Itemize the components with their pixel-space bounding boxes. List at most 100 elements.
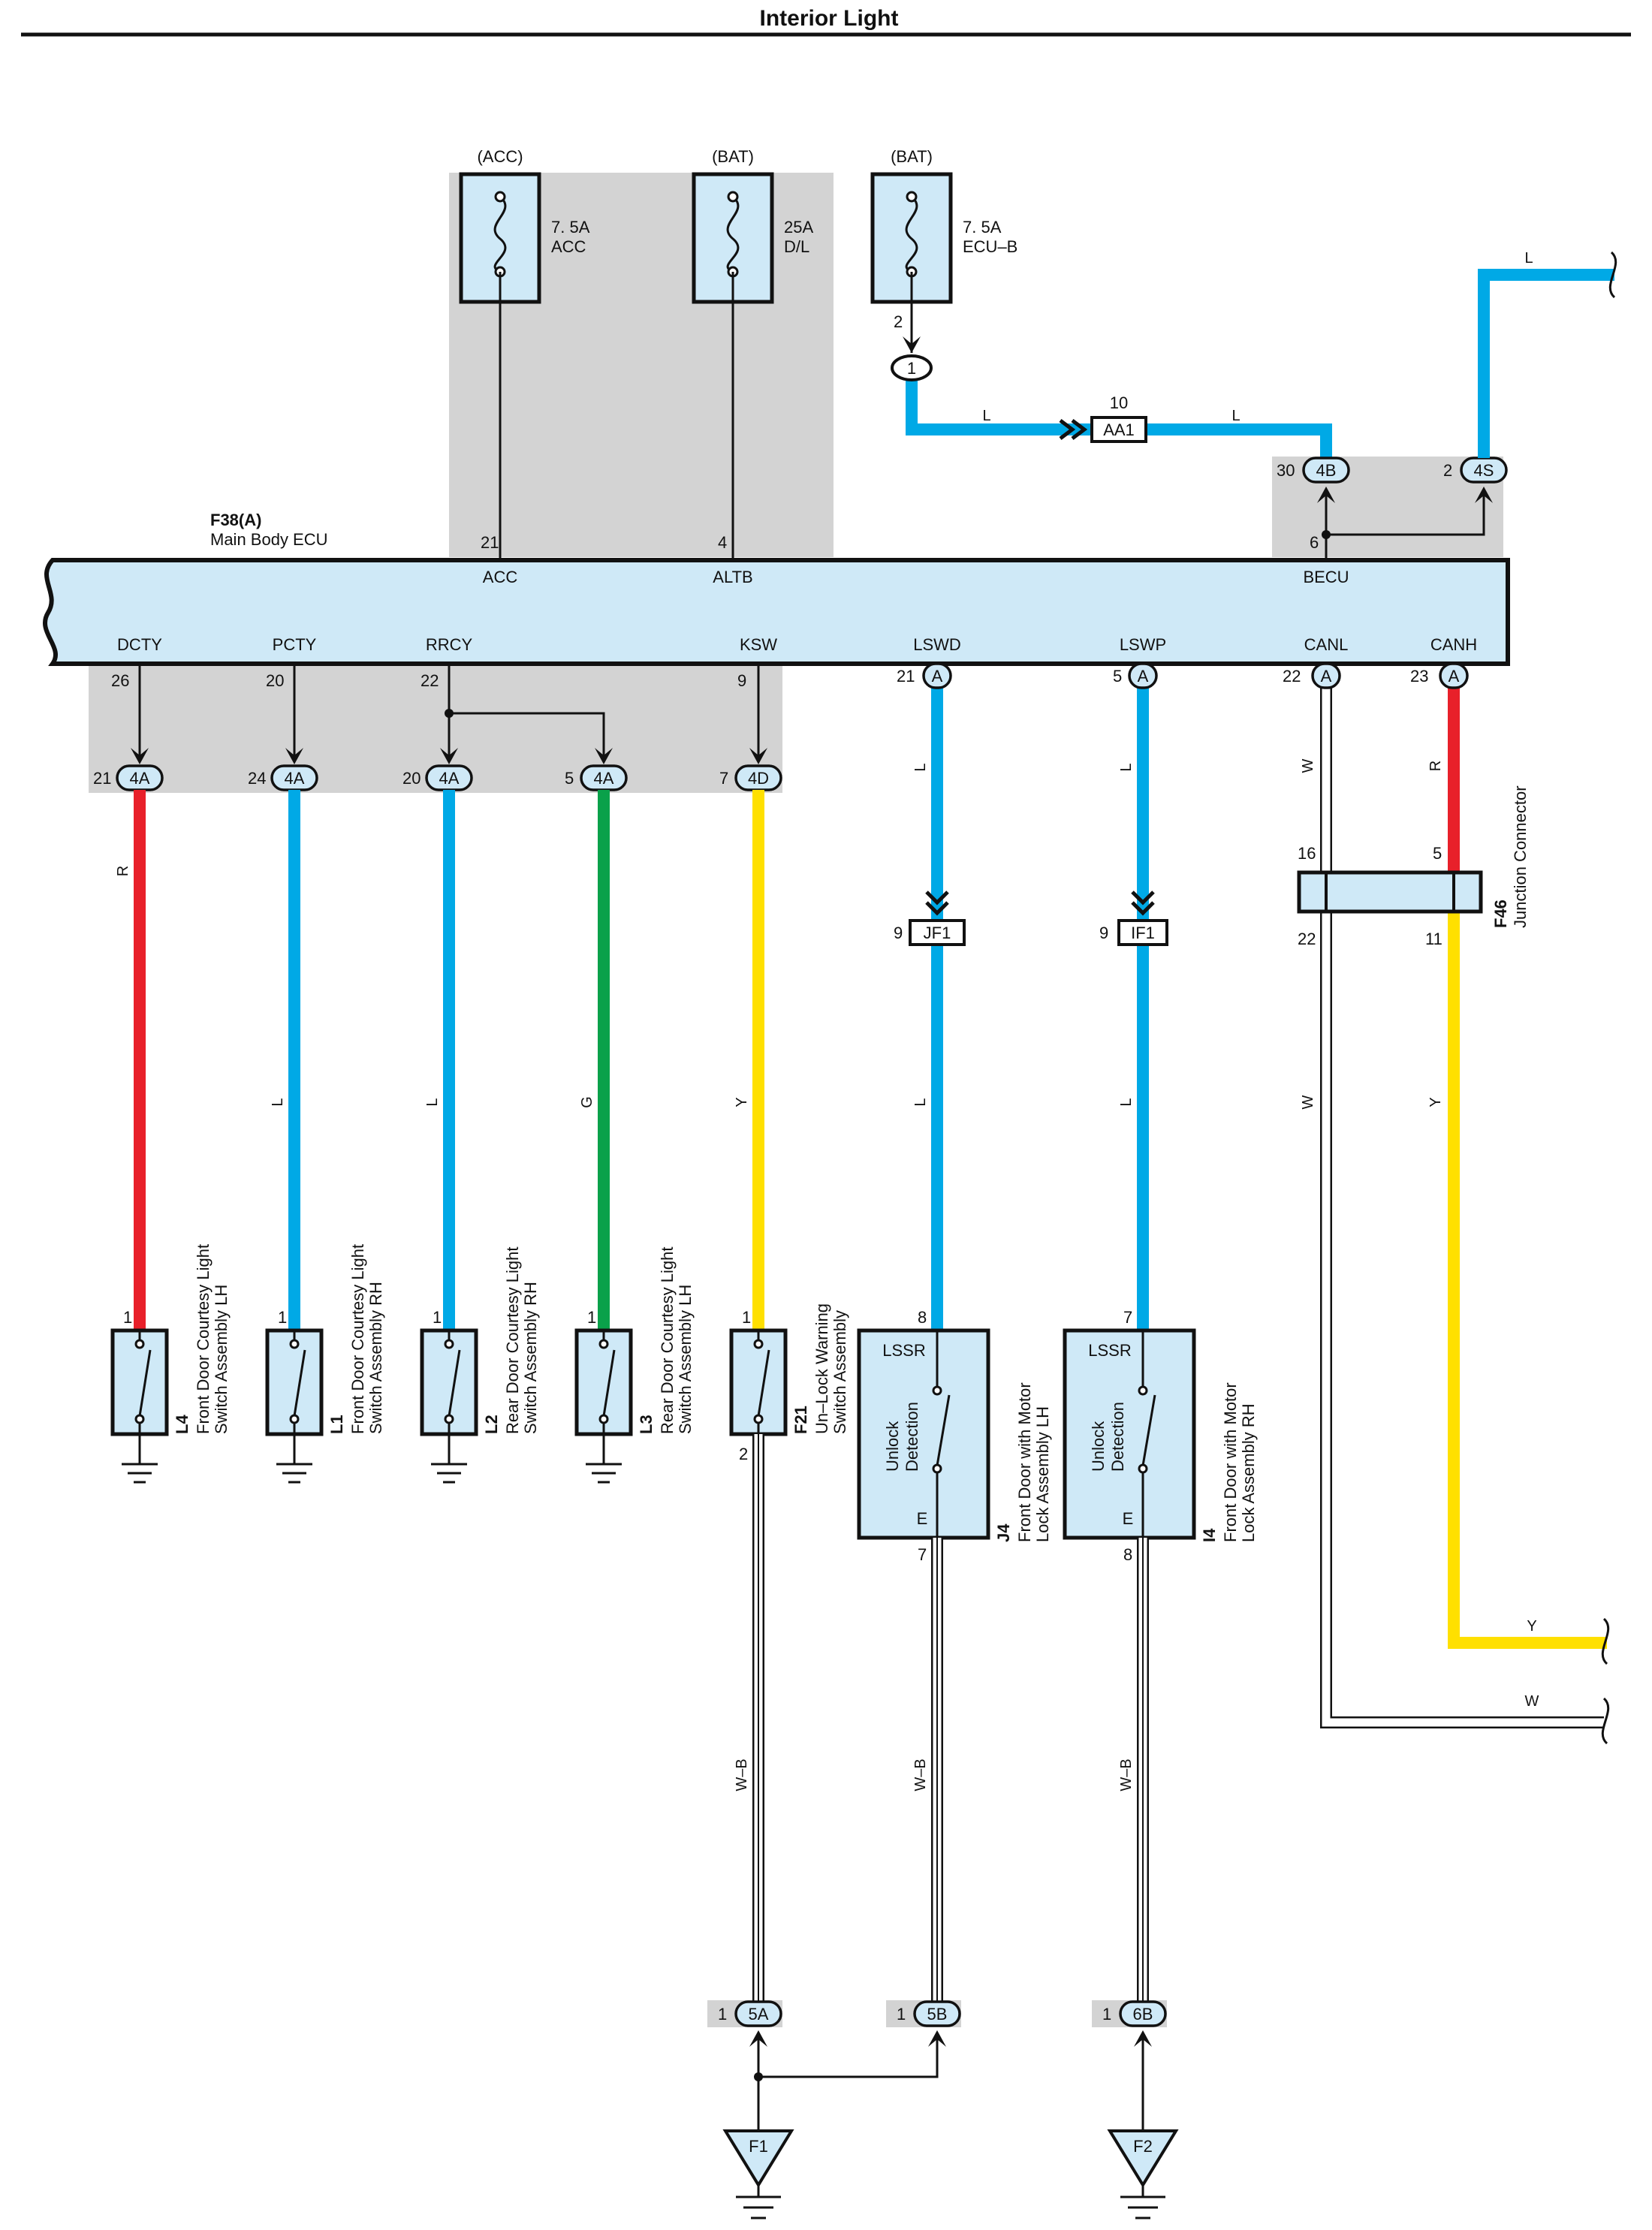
- fuse-dl-rating: 25A: [784, 218, 813, 237]
- terminal-canl: CANL: [1304, 635, 1349, 654]
- connector-pin: 1: [897, 2005, 906, 2024]
- junction-1: [891, 354, 933, 381]
- splice-dot: [1322, 530, 1331, 539]
- connector-row-4a: 4A 21 4A 24 4A 20 4A 5 4D 7: [93, 764, 782, 791]
- lock-inner-label: Unlock: [1089, 1421, 1108, 1472]
- arrow-down-icon: [285, 748, 303, 764]
- switch-pin: 1: [742, 1308, 751, 1327]
- ground-icon: [586, 1434, 622, 1484]
- lock-name: Front Door with Motor: [1221, 1382, 1240, 1542]
- inline-arrow-icon: [925, 890, 949, 916]
- switch-code: L4: [173, 1415, 191, 1434]
- terminal-e: E: [1123, 1509, 1134, 1528]
- wire-canl-outline: [1320, 688, 1604, 1728]
- arrow-up-icon: [1475, 487, 1493, 503]
- lock-code: I4: [1200, 1528, 1219, 1542]
- inline-arrow-icon: [1059, 419, 1088, 440]
- connector-jf1: [909, 919, 966, 946]
- connector-name: 4A: [594, 769, 614, 788]
- connector-pin: 1: [1102, 2005, 1111, 2024]
- wire-label: W–B: [912, 1758, 929, 1791]
- ecu-name: Main Body ECU: [210, 530, 328, 549]
- connector-5b: [913, 2000, 961, 2027]
- connector-4b-pin: 30: [1277, 461, 1295, 480]
- connector-name: 4A: [439, 769, 460, 788]
- arrow-down-icon: [595, 748, 613, 764]
- ground-icon: [736, 2185, 781, 2219]
- inline-arrow-icon: [1131, 890, 1155, 916]
- connector-jf1-pin: 9: [894, 924, 903, 942]
- connector-a-canh: [1439, 662, 1469, 689]
- page-title: Interior Light: [760, 6, 899, 31]
- switch-l4: 1 L4 Front Door Courtesy Light Switch As…: [110, 1244, 231, 1484]
- fuse-acc-source: (ACC): [477, 147, 523, 166]
- switch-name: Rear Door Courtesy Light: [658, 1247, 677, 1434]
- lock-pin: 7: [918, 1545, 927, 1564]
- f46-name: Junction Connector: [1511, 785, 1530, 928]
- fuse-dl: (BAT) 25A D/L: [692, 147, 813, 304]
- connector-a-lswp: [1128, 662, 1158, 689]
- connector-letter: A: [1321, 667, 1332, 686]
- lock-name: Front Door with Motor: [1015, 1382, 1034, 1542]
- terminal-rrcy: RRCY: [426, 635, 473, 654]
- wire-label: R: [115, 866, 131, 876]
- wire-becu: [1325, 496, 1485, 560]
- wire-label: L: [1524, 250, 1533, 267]
- wire-label: L: [912, 763, 929, 771]
- connector-if1: [1117, 919, 1168, 946]
- connector-4s-pin: 2: [1443, 461, 1452, 480]
- terminal-lswp: LSWP: [1120, 635, 1166, 654]
- wire-label: G: [579, 1096, 595, 1108]
- terminal-altb: ALTB: [713, 568, 752, 586]
- f46-pin: 5: [1433, 844, 1442, 863]
- switch-name: Un–Lock Warning: [812, 1303, 831, 1434]
- wire-label: L: [424, 1098, 441, 1106]
- connector-5a: [734, 2000, 782, 2027]
- wire-label: L: [1118, 1098, 1135, 1106]
- wire-label: W–B: [1118, 1758, 1135, 1791]
- switch-l1: 1 L1 Front Door Courtesy Light Switch As…: [265, 1244, 385, 1484]
- pcty-pin: 20: [266, 671, 284, 690]
- junction-connector-f46: [1297, 870, 1483, 914]
- break-icon: [1601, 1697, 1610, 1745]
- fuse-dl-name: D/L: [784, 237, 809, 256]
- fuse-ecub: (BAT) 7. 5A ECU–B: [870, 147, 1017, 304]
- switch-code: F21: [791, 1406, 810, 1434]
- canh-pin: 23: [1410, 667, 1428, 686]
- connector-pin: 24: [248, 769, 266, 788]
- switch-icon: [1141, 1330, 1156, 1538]
- wire-label: W–B: [734, 1758, 750, 1791]
- connector-a-lswd: [922, 662, 952, 689]
- switch-icon: [936, 1330, 951, 1538]
- arrow-down-icon: [749, 748, 767, 764]
- fuse-acc-name: ACC: [551, 237, 586, 256]
- ecu-code: F38(A): [210, 511, 261, 529]
- connector-4b: [1302, 457, 1350, 484]
- lswd-pin: 21: [897, 667, 915, 686]
- f46-code: F46: [1491, 900, 1510, 928]
- connector-pin: 20: [402, 769, 421, 788]
- connector-6b: [1119, 2000, 1167, 2027]
- connector-letter: A: [932, 667, 943, 686]
- break-icon: [1608, 251, 1617, 299]
- connector-jf1-name: JF1: [924, 924, 951, 942]
- switch-l3: 1 L3 Rear Door Courtesy Light Switch Ass…: [574, 1247, 695, 1484]
- junction-1-label: 1: [907, 359, 916, 378]
- switch-code: L3: [637, 1415, 656, 1434]
- lswp-pin: 5: [1113, 667, 1122, 686]
- switch-name: Rear Door Courtesy Light: [503, 1247, 522, 1434]
- fuse-icon: [726, 195, 740, 273]
- lock-pin: 7: [1123, 1308, 1132, 1327]
- wire-label: Y: [1527, 1618, 1536, 1635]
- connector-name: 5A: [749, 2005, 769, 2024]
- door-lock-i4: 7 LSSR E Unlock Detection 8 I4 Front Doo…: [1063, 1308, 1258, 1564]
- terminal-canh: CANH: [1430, 635, 1477, 654]
- connector-name: 4A: [285, 769, 305, 788]
- terminal-lssr: LSSR: [882, 1341, 925, 1360]
- f46-pin: 16: [1298, 844, 1316, 863]
- rrcy-pin: 22: [421, 671, 439, 690]
- terminal-lssr: LSSR: [1088, 1341, 1131, 1360]
- switch-name: Front Door Courtesy Light: [348, 1244, 367, 1434]
- wb-wires: [752, 1434, 1149, 2002]
- wire-label: Y: [1427, 1097, 1444, 1107]
